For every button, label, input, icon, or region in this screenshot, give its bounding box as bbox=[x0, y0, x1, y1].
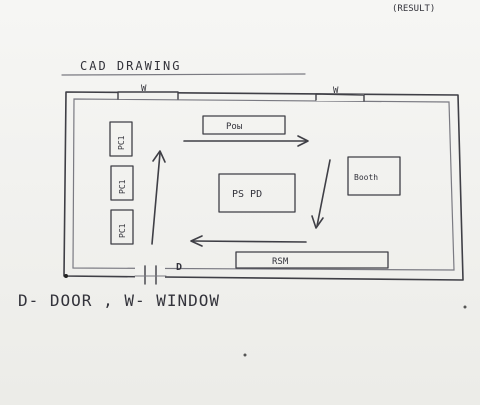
station-label: RSM bbox=[272, 257, 289, 267]
window-label: W bbox=[333, 86, 339, 96]
station-label: PC1 bbox=[118, 223, 127, 238]
stray-mark bbox=[243, 353, 247, 357]
window-label: W bbox=[141, 84, 147, 94]
station-label: PC1 bbox=[118, 179, 127, 194]
arrow-up-icon bbox=[151, 150, 166, 245]
arrow-left-icon bbox=[190, 235, 307, 247]
drawing-title: CAD DRAWING bbox=[61, 59, 306, 76]
window-right: W bbox=[315, 86, 365, 102]
door-label: D bbox=[176, 262, 182, 273]
station-label: Poы bbox=[226, 122, 242, 132]
station-left-1: PC1 bbox=[109, 121, 133, 157]
title-underline bbox=[61, 73, 306, 76]
station-top: Poы bbox=[202, 115, 286, 135]
arrow-down-icon bbox=[311, 159, 331, 229]
station-label: PS PD bbox=[232, 189, 262, 200]
flow-arrows bbox=[151, 135, 331, 247]
arrow-right-icon bbox=[183, 135, 309, 147]
corner-dot bbox=[64, 274, 68, 278]
station-center: PS PD bbox=[218, 173, 296, 213]
station-bottom: RSM bbox=[235, 251, 389, 269]
station-label: PC1 bbox=[117, 135, 126, 150]
station-left-3: PC1 bbox=[110, 209, 134, 245]
door: D bbox=[134, 262, 182, 285]
station-label: Booth bbox=[354, 173, 378, 182]
corner-text: (RESULT) bbox=[392, 4, 435, 14]
station-left-2: PC1 bbox=[110, 165, 134, 201]
stray-mark bbox=[463, 305, 467, 309]
title-text: CAD DRAWING bbox=[80, 59, 181, 73]
station-right: Booth bbox=[347, 156, 401, 196]
window-left: W bbox=[117, 84, 179, 100]
legend-text: D- DOOR , W- WINDOW bbox=[18, 291, 220, 310]
